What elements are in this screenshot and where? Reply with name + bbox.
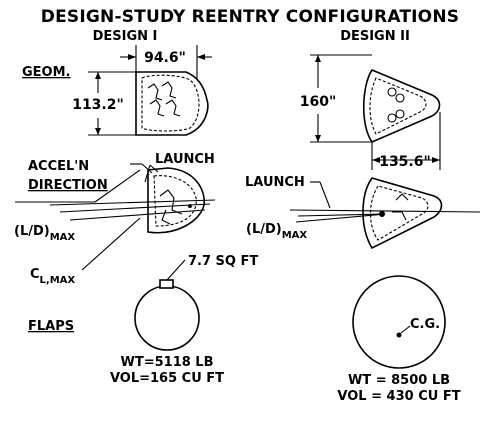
design-1-width-dim: 94.6" bbox=[144, 50, 186, 66]
cg-label: C.G. bbox=[410, 317, 440, 332]
cl-text: C bbox=[30, 267, 40, 282]
design-1-volume: VOL=165 CU FT bbox=[110, 371, 224, 386]
geom-label: GEOM. bbox=[22, 65, 70, 80]
cl-sub: L,MAX bbox=[40, 275, 76, 286]
ld-max-label-1: (L/D)MAX bbox=[14, 224, 75, 243]
design-1-flaps bbox=[134, 259, 200, 351]
ld-text-1: (L/D) bbox=[14, 224, 50, 239]
flap-area-label: 7.7 SQ FT bbox=[188, 254, 258, 269]
design-2-force-diagram bbox=[289, 177, 481, 250]
cl-max-label: CL,MAX bbox=[30, 267, 75, 286]
ld-max-label-2: (L/D)MAX bbox=[246, 222, 307, 241]
design-1-header: DESIGN I bbox=[93, 29, 158, 44]
design-1-height-dim: 113.2" bbox=[72, 97, 124, 113]
ld-sub-1: MAX bbox=[50, 232, 76, 243]
accel-label-line1: ACCEL'N bbox=[28, 159, 89, 174]
design-2-header: DESIGN II bbox=[340, 29, 410, 44]
page-title: DESIGN-STUDY REENTRY CONFIGURATIONS bbox=[41, 7, 459, 27]
ld-sub-2: MAX bbox=[282, 230, 308, 241]
design-2-volume: VOL = 430 CU FT bbox=[337, 389, 460, 404]
accel-label-line2: DIRECTION bbox=[28, 178, 108, 193]
design-2-base-view bbox=[352, 275, 446, 369]
design-1-weight: WT=5118 LB bbox=[121, 355, 214, 370]
design-1-geometry bbox=[88, 45, 212, 136]
flaps-label: FLAPS bbox=[28, 319, 74, 334]
ld-text-2: (L/D) bbox=[246, 222, 282, 237]
design-2-height-dim: 160" bbox=[300, 94, 337, 110]
launch-label-1: LAUNCH bbox=[155, 152, 215, 167]
design-2-geometry bbox=[310, 54, 441, 170]
design-2-weight: WT = 8500 LB bbox=[348, 373, 450, 388]
design-2-width-dim: 135.6" bbox=[379, 154, 431, 170]
launch-label-2: LAUNCH bbox=[245, 175, 305, 190]
design-1-force-diagram bbox=[15, 163, 216, 271]
